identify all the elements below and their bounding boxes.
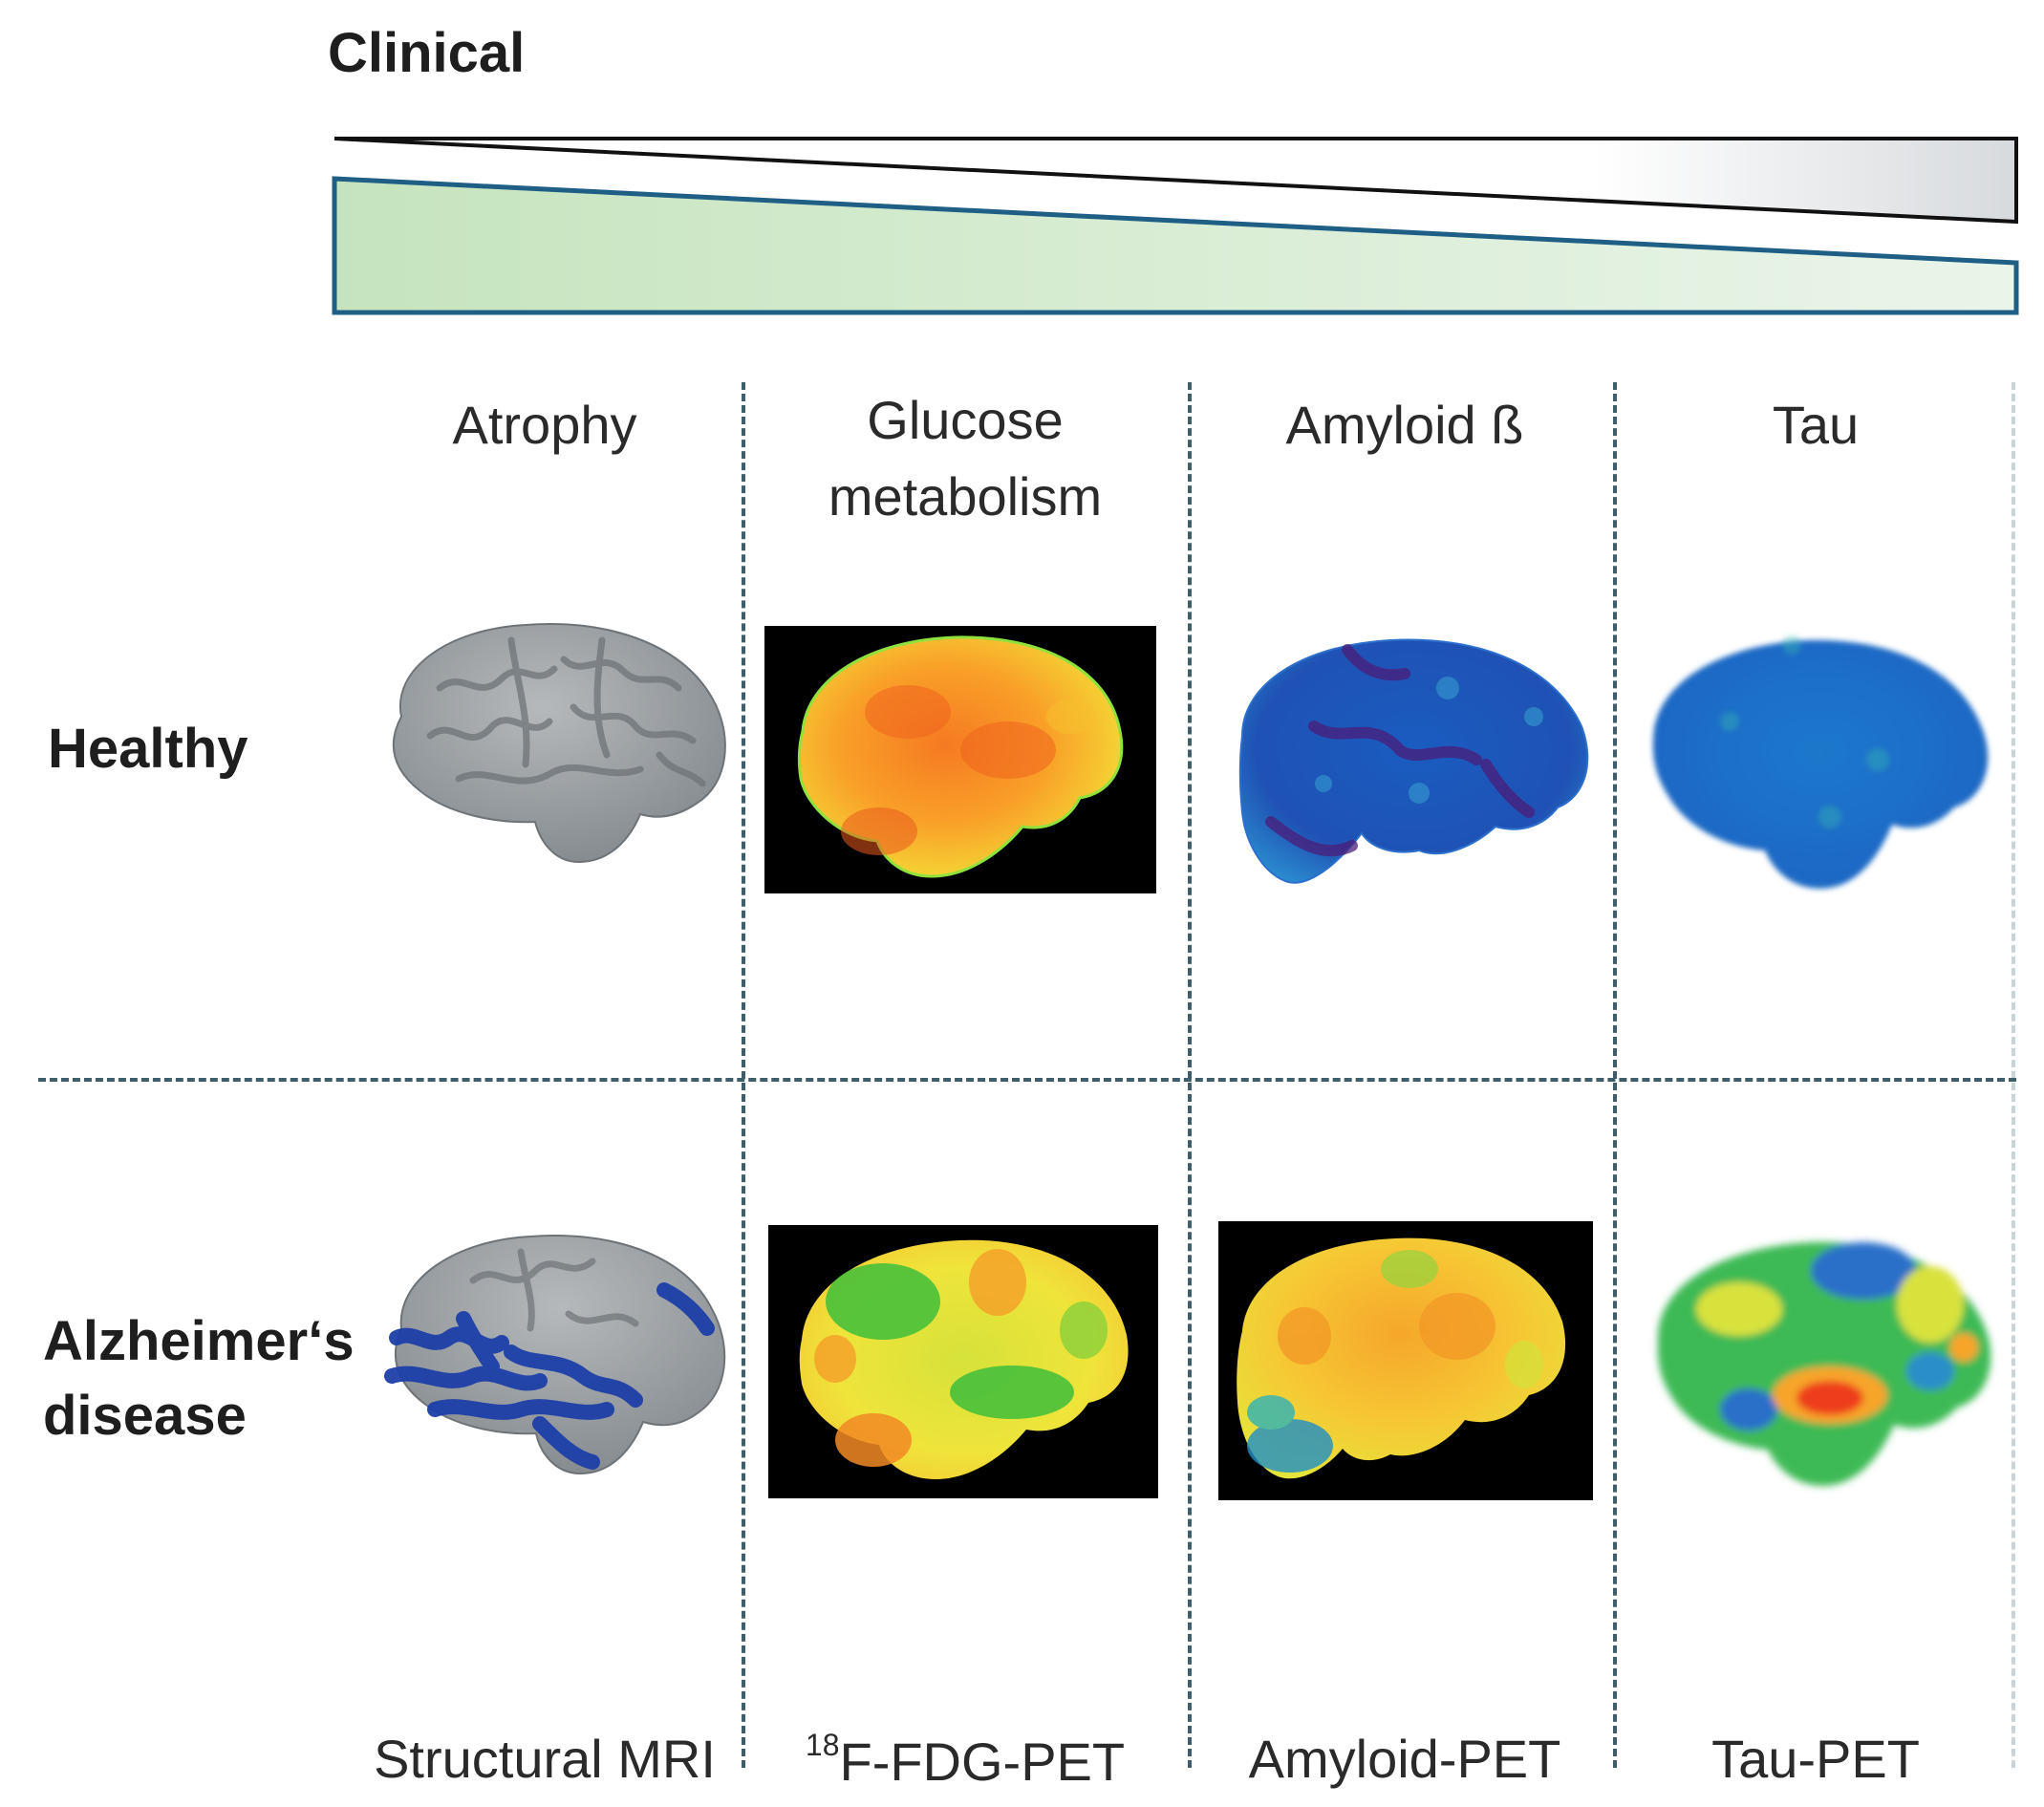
- alzheimers-mri-brain: [384, 1235, 726, 1475]
- healthy-amyloid-pet-brain: [1238, 638, 1589, 884]
- column-divider: [1613, 382, 1617, 1768]
- healthy-mri-brain: [392, 623, 726, 864]
- alzheimers-fdg-pet-scan: [768, 1225, 1158, 1498]
- row-label-healthy: Healthy: [48, 718, 248, 780]
- row-divider: [38, 1078, 2016, 1082]
- modality-label-structural-mri: Structural MRI: [374, 1729, 716, 1789]
- modality-label-tau-pet: Tau-PET: [1711, 1729, 1920, 1789]
- column-heading-tau: Tau: [1772, 395, 1860, 455]
- column-heading-glucose: Glucose metabolism: [828, 390, 1103, 527]
- row-label-alzheimers: Alzheimer‘s disease: [43, 1310, 355, 1447]
- column-divider: [1188, 382, 1192, 1768]
- alzheimers-tau-pet-brain: [1657, 1241, 1991, 1486]
- modality-label-amyloid-pet: Amyloid-PET: [1248, 1729, 1561, 1789]
- column-heading-atrophy: Atrophy: [452, 395, 637, 455]
- modality-label-fdg-pet: 18F-FDG-PET: [805, 1728, 1126, 1792]
- column-divider: [742, 382, 745, 1768]
- column-divider: [2012, 382, 2015, 1768]
- clinical-wedge: [333, 137, 2018, 225]
- progression-wedges: [332, 137, 2019, 315]
- diagram-title: Clinical: [328, 22, 526, 84]
- column-heading-amyloid: Amyloid ß: [1285, 395, 1524, 455]
- alzheimers-amyloid-pet-scan: [1218, 1221, 1593, 1500]
- healthy-tau-pet-brain: [1652, 635, 1989, 889]
- healthy-fdg-pet-scan: [764, 626, 1156, 893]
- biomarker-wedge: [332, 176, 2019, 315]
